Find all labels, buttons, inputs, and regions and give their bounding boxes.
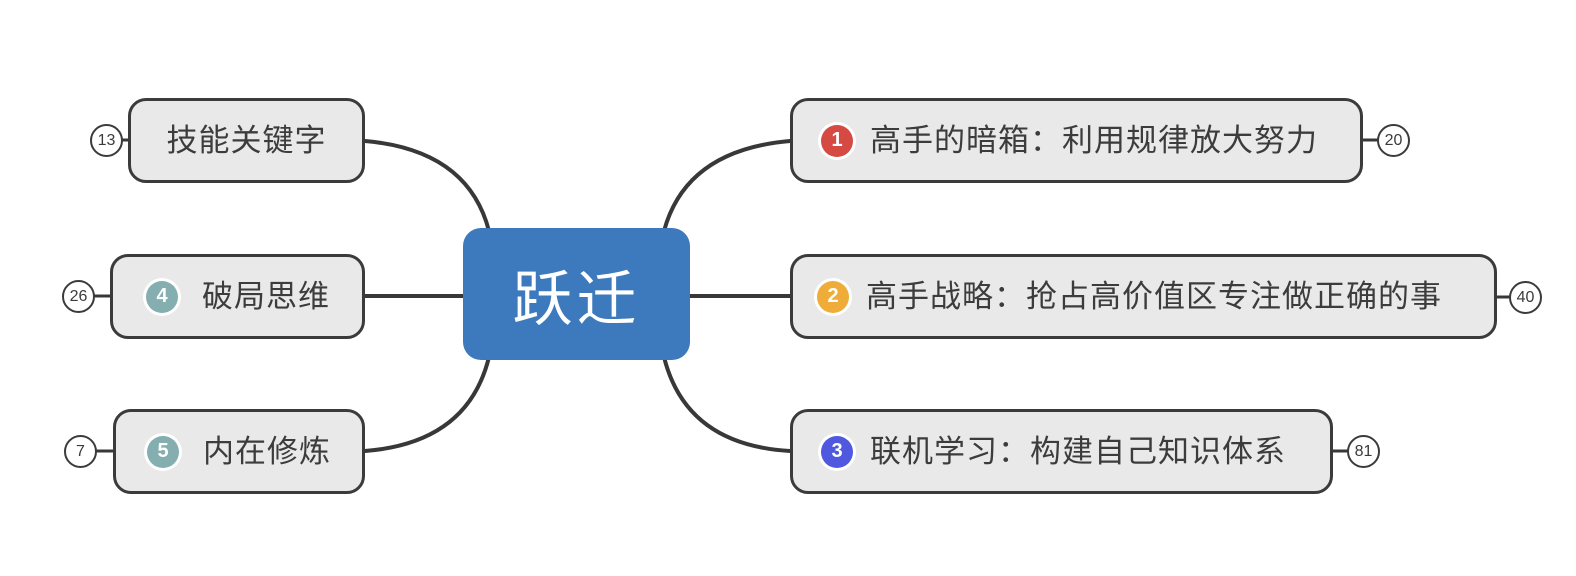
topic-label: 高手的暗箱：利用规律放大努力 <box>870 123 1318 158</box>
count-badge-20[interactable]: 20 <box>1377 124 1410 157</box>
connector-central-to-skill <box>363 139 491 233</box>
topic-lianji-xuexi[interactable]: 3 联机学习：构建自己知识体系 <box>790 409 1333 494</box>
number-1-marker-icon: 1 <box>821 124 853 157</box>
topic-label: 高手战略：抢占高价值区专注做正确的事 <box>866 279 1442 314</box>
number-5-marker-icon: 5 <box>147 435 179 468</box>
count-badge-7[interactable]: 7 <box>64 435 97 468</box>
connector-central-to-anxiang <box>662 139 792 233</box>
topic-label: 技能关键字 <box>166 123 327 158</box>
count-badge-26[interactable]: 26 <box>62 280 95 313</box>
connector-central-to-lianji <box>662 355 792 453</box>
topic-gaoshou-zhanlue[interactable]: 2 高手战略：抢占高价值区专注做正确的事 <box>790 254 1497 339</box>
topic-label: 内在修炼 <box>203 434 331 469</box>
central-topic-label: 跃迁 <box>512 265 641 333</box>
topic-label: 联机学习：构建自己知识体系 <box>870 434 1286 469</box>
topic-pojusiwei[interactable]: 4 破局思维 <box>110 254 365 339</box>
number-3-marker-icon: 3 <box>821 435 853 468</box>
topic-label: 破局思维 <box>202 279 330 314</box>
number-2-marker-icon: 2 <box>817 280 849 313</box>
count-badge-40[interactable]: 40 <box>1509 281 1542 314</box>
topic-skill-keywords[interactable]: 技能关键字 <box>128 98 365 183</box>
count-badge-13[interactable]: 13 <box>90 124 123 157</box>
number-4-marker-icon: 4 <box>146 280 178 313</box>
topic-gaoshou-anxiang[interactable]: 1 高手的暗箱：利用规律放大努力 <box>790 98 1363 183</box>
connector-central-to-nzxl <box>363 355 491 453</box>
topic-neizaixiulian[interactable]: 5 内在修炼 <box>113 409 365 494</box>
count-badge-81[interactable]: 81 <box>1347 435 1380 468</box>
central-topic[interactable]: 跃迁 <box>463 228 690 360</box>
